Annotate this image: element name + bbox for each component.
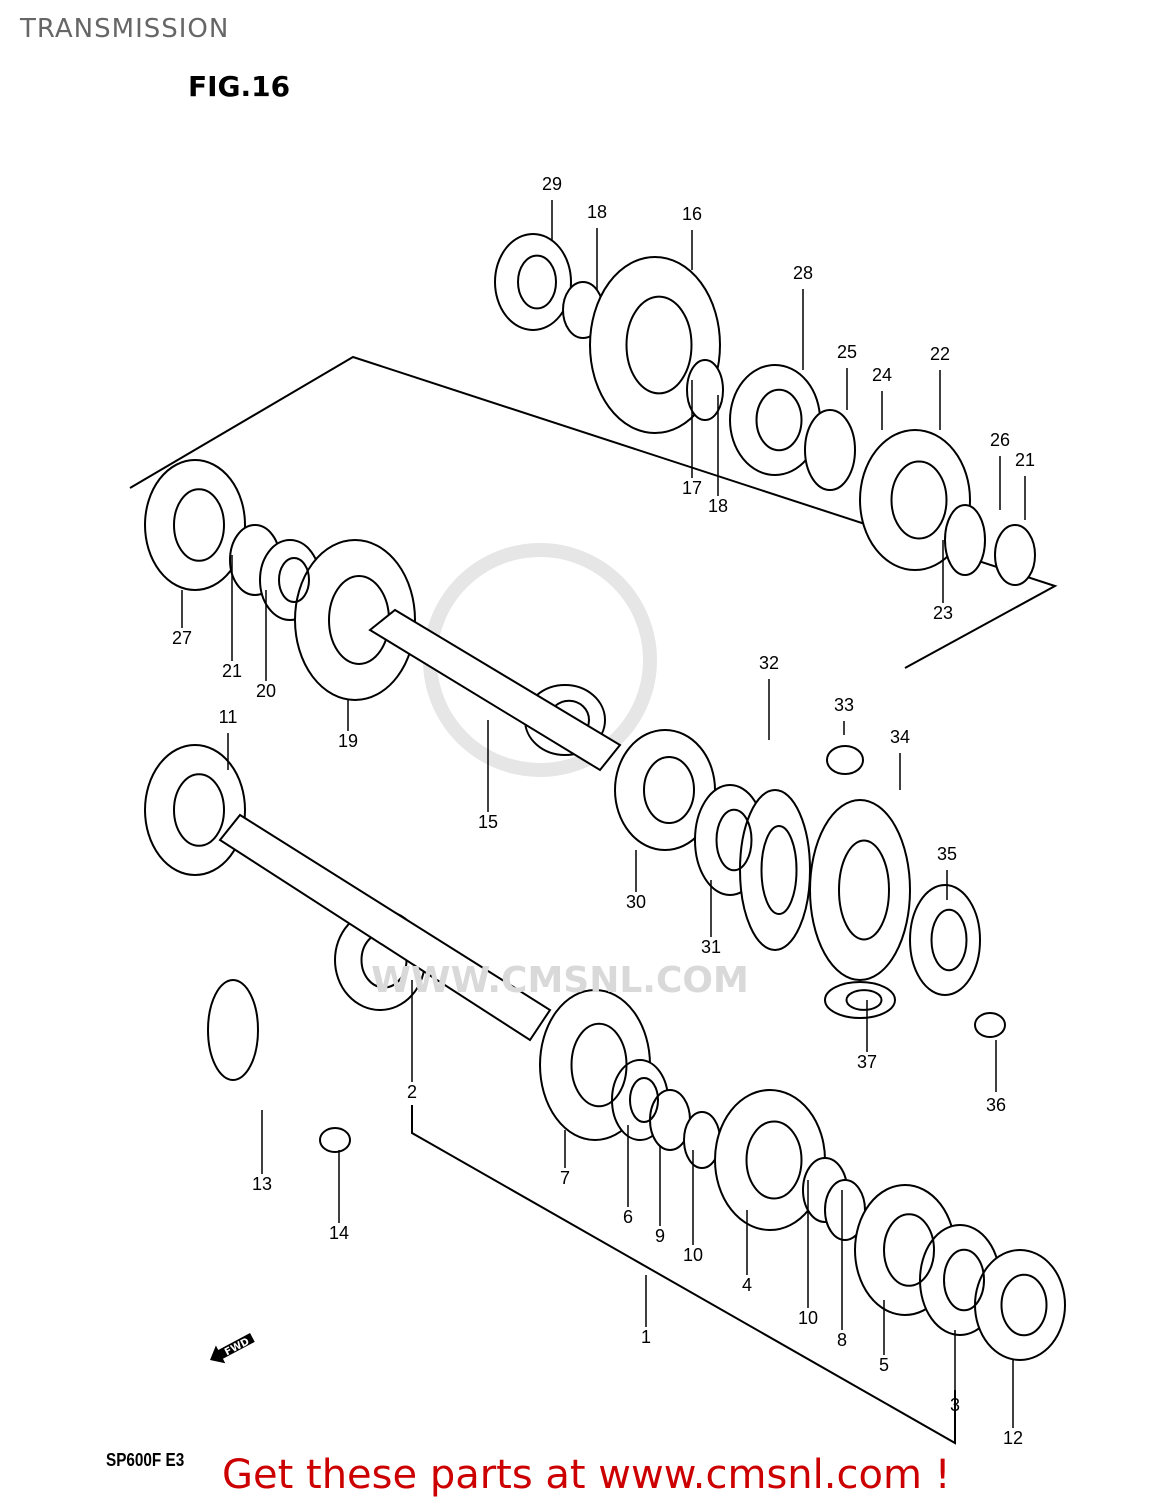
callout-label: 29	[542, 174, 562, 194]
part-bore	[838, 839, 890, 941]
callout-label: 10	[798, 1308, 818, 1328]
part-bore	[930, 908, 968, 972]
callout-label: 10	[683, 1245, 703, 1265]
part-outline	[944, 504, 986, 576]
part-bore	[943, 1248, 985, 1312]
callout-label: 21	[1015, 450, 1035, 470]
part-outline	[909, 884, 981, 996]
callout-label: 35	[937, 844, 957, 864]
fwd-arrow-icon: FWD	[210, 1333, 255, 1364]
callout-label: 23	[933, 603, 953, 623]
part-outline	[824, 981, 896, 1019]
callout-label: 1	[641, 1327, 651, 1347]
callout-label: 2	[407, 1082, 417, 1102]
part-outline	[826, 745, 864, 775]
callout-label: 24	[872, 365, 892, 385]
callout-label: 12	[1003, 1428, 1023, 1448]
promo-link[interactable]: Get these parts at www.cmsnl.com !	[222, 1452, 951, 1498]
part-bore	[883, 1213, 935, 1287]
callout-label: 4	[742, 1275, 752, 1295]
part-bore	[570, 1022, 628, 1108]
part-bore	[745, 1120, 803, 1200]
driveshaft	[218, 813, 552, 1042]
callout-label: 33	[834, 695, 854, 715]
part-bore	[173, 773, 225, 847]
frame-lines	[129, 355, 1058, 1445]
part-outline	[974, 1249, 1066, 1361]
part-outline	[859, 429, 971, 571]
part-bore	[760, 825, 798, 915]
part-bore	[625, 295, 693, 395]
callout-label: 32	[759, 653, 779, 673]
part-outline	[739, 789, 811, 951]
part-outline	[686, 359, 724, 421]
page-title: TRANSMISSION	[20, 14, 230, 44]
callout-label: 18	[587, 202, 607, 222]
part-bore	[173, 488, 225, 562]
part-outline	[994, 524, 1036, 586]
callout-label: 3	[950, 1395, 960, 1415]
part-outline	[804, 409, 856, 491]
watermark-text: WWW.CMSNL.COM	[371, 960, 749, 1001]
callout-label: 14	[329, 1223, 349, 1243]
callout-label: 13	[252, 1174, 272, 1194]
callout-label: 30	[626, 892, 646, 912]
callout-label: 16	[682, 204, 702, 224]
part-bore	[715, 808, 753, 872]
part-outline	[809, 799, 911, 981]
part-bore	[517, 254, 557, 310]
part-outline	[974, 1012, 1006, 1038]
callout-label: 26	[990, 430, 1010, 450]
callout-label: 18	[708, 496, 728, 516]
callout-label: 21	[222, 661, 242, 681]
callout-label: 5	[879, 1355, 889, 1375]
parts	[144, 233, 1066, 1361]
part-bore	[629, 1077, 659, 1123]
callout-label: 15	[478, 812, 498, 832]
part-outline	[144, 459, 246, 591]
countershaft	[368, 608, 622, 772]
callout-label: 19	[338, 731, 358, 751]
part-bore	[755, 388, 803, 452]
callout-label: 37	[857, 1052, 877, 1072]
callout-label: 27	[172, 628, 192, 648]
part-bore	[890, 460, 948, 540]
part-bore	[1000, 1273, 1048, 1337]
callout-label: 22	[930, 344, 950, 364]
part-outline	[319, 1127, 351, 1153]
callout-label: 9	[655, 1226, 665, 1246]
callout-label: 36	[986, 1095, 1006, 1115]
callout-label: 7	[560, 1168, 570, 1188]
callout-label: 28	[793, 263, 813, 283]
callout-label: 20	[256, 681, 276, 701]
model-code: SP600F E3	[106, 1450, 185, 1470]
part-outline	[294, 539, 416, 701]
callout-label: 25	[837, 342, 857, 362]
part-bore	[278, 557, 310, 603]
callout-label: 17	[682, 478, 702, 498]
part-bore	[845, 989, 883, 1011]
part-bore	[643, 756, 695, 824]
callout-label: 11	[219, 707, 238, 727]
callout-label: 6	[623, 1207, 633, 1227]
callout-label: 34	[890, 727, 910, 747]
part-outline	[207, 979, 259, 1081]
callout-label: 31	[701, 937, 721, 957]
part-outline	[494, 233, 572, 331]
svg-text:FWD: FWD	[223, 1336, 251, 1358]
part-outline	[144, 744, 246, 876]
figure-number: FIG.16	[188, 70, 291, 103]
callout-label: 8	[837, 1330, 847, 1350]
